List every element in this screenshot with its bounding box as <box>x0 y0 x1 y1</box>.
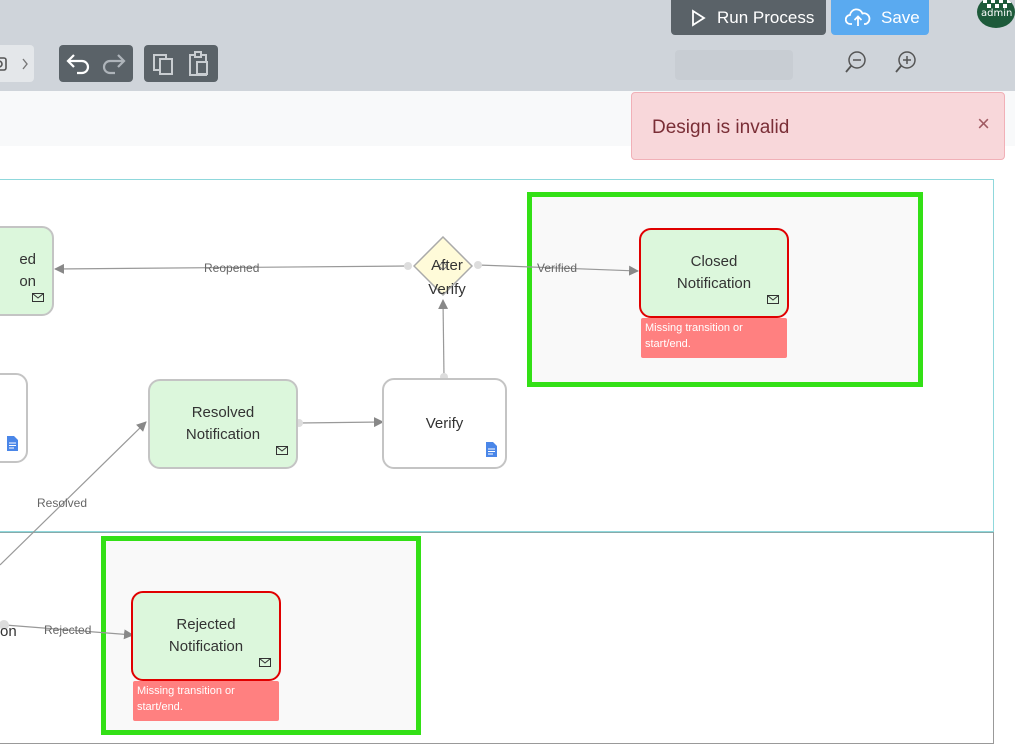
node-label-line: Resolved <box>186 402 260 424</box>
error-label-closed: Missing transition or start/end. <box>641 318 787 358</box>
edge-label-verified: Verified <box>537 261 577 275</box>
partial-node-label-bottom: on <box>0 623 17 640</box>
node-label: Resolved Notification <box>186 402 260 446</box>
task-node-rejected-notification[interactable]: Rejected Notification <box>131 591 281 681</box>
document-icon <box>7 436 18 451</box>
edge-verify-to-gateway[interactable] <box>443 300 444 377</box>
task-node-partial-top[interactable]: ed on <box>0 226 54 316</box>
edge-label-rejected: Rejected <box>44 623 91 637</box>
task-node-partial-middle[interactable] <box>0 373 28 463</box>
node-label: Rejected Notification <box>169 614 243 658</box>
node-label-line: on <box>19 271 36 293</box>
gateway-label: After Verify <box>405 254 489 302</box>
node-label-line: ed <box>19 249 36 271</box>
mail-icon <box>767 295 779 304</box>
node-label-line: Notification <box>186 424 260 446</box>
task-node-resolved-notification[interactable]: Resolved Notification <box>148 379 298 469</box>
gateway-label-line: After <box>405 254 489 278</box>
edge-label-resolved: Resolved <box>37 496 87 510</box>
edge-label-reopened: Reopened <box>204 261 259 275</box>
task-node-verify[interactable]: Verify <box>382 378 507 469</box>
error-label-rejected: Missing transition or start/end. <box>133 681 279 721</box>
mail-icon <box>32 293 44 302</box>
task-node-closed-notification[interactable]: Closed Notification <box>639 228 789 318</box>
node-label-line: Notification <box>677 273 751 295</box>
node-label-line: Rejected <box>169 614 243 636</box>
mail-icon <box>276 446 288 455</box>
document-icon <box>486 442 497 457</box>
mail-icon <box>259 658 271 667</box>
node-label: ed on <box>19 249 36 293</box>
node-label-line: Closed <box>677 251 751 273</box>
node-label: Verify <box>426 413 464 435</box>
gateway-label-line: Verify <box>405 278 489 302</box>
edge-resolved-to-verify[interactable] <box>299 422 383 423</box>
node-label-line: Notification <box>169 636 243 658</box>
node-label: Closed Notification <box>677 251 751 295</box>
